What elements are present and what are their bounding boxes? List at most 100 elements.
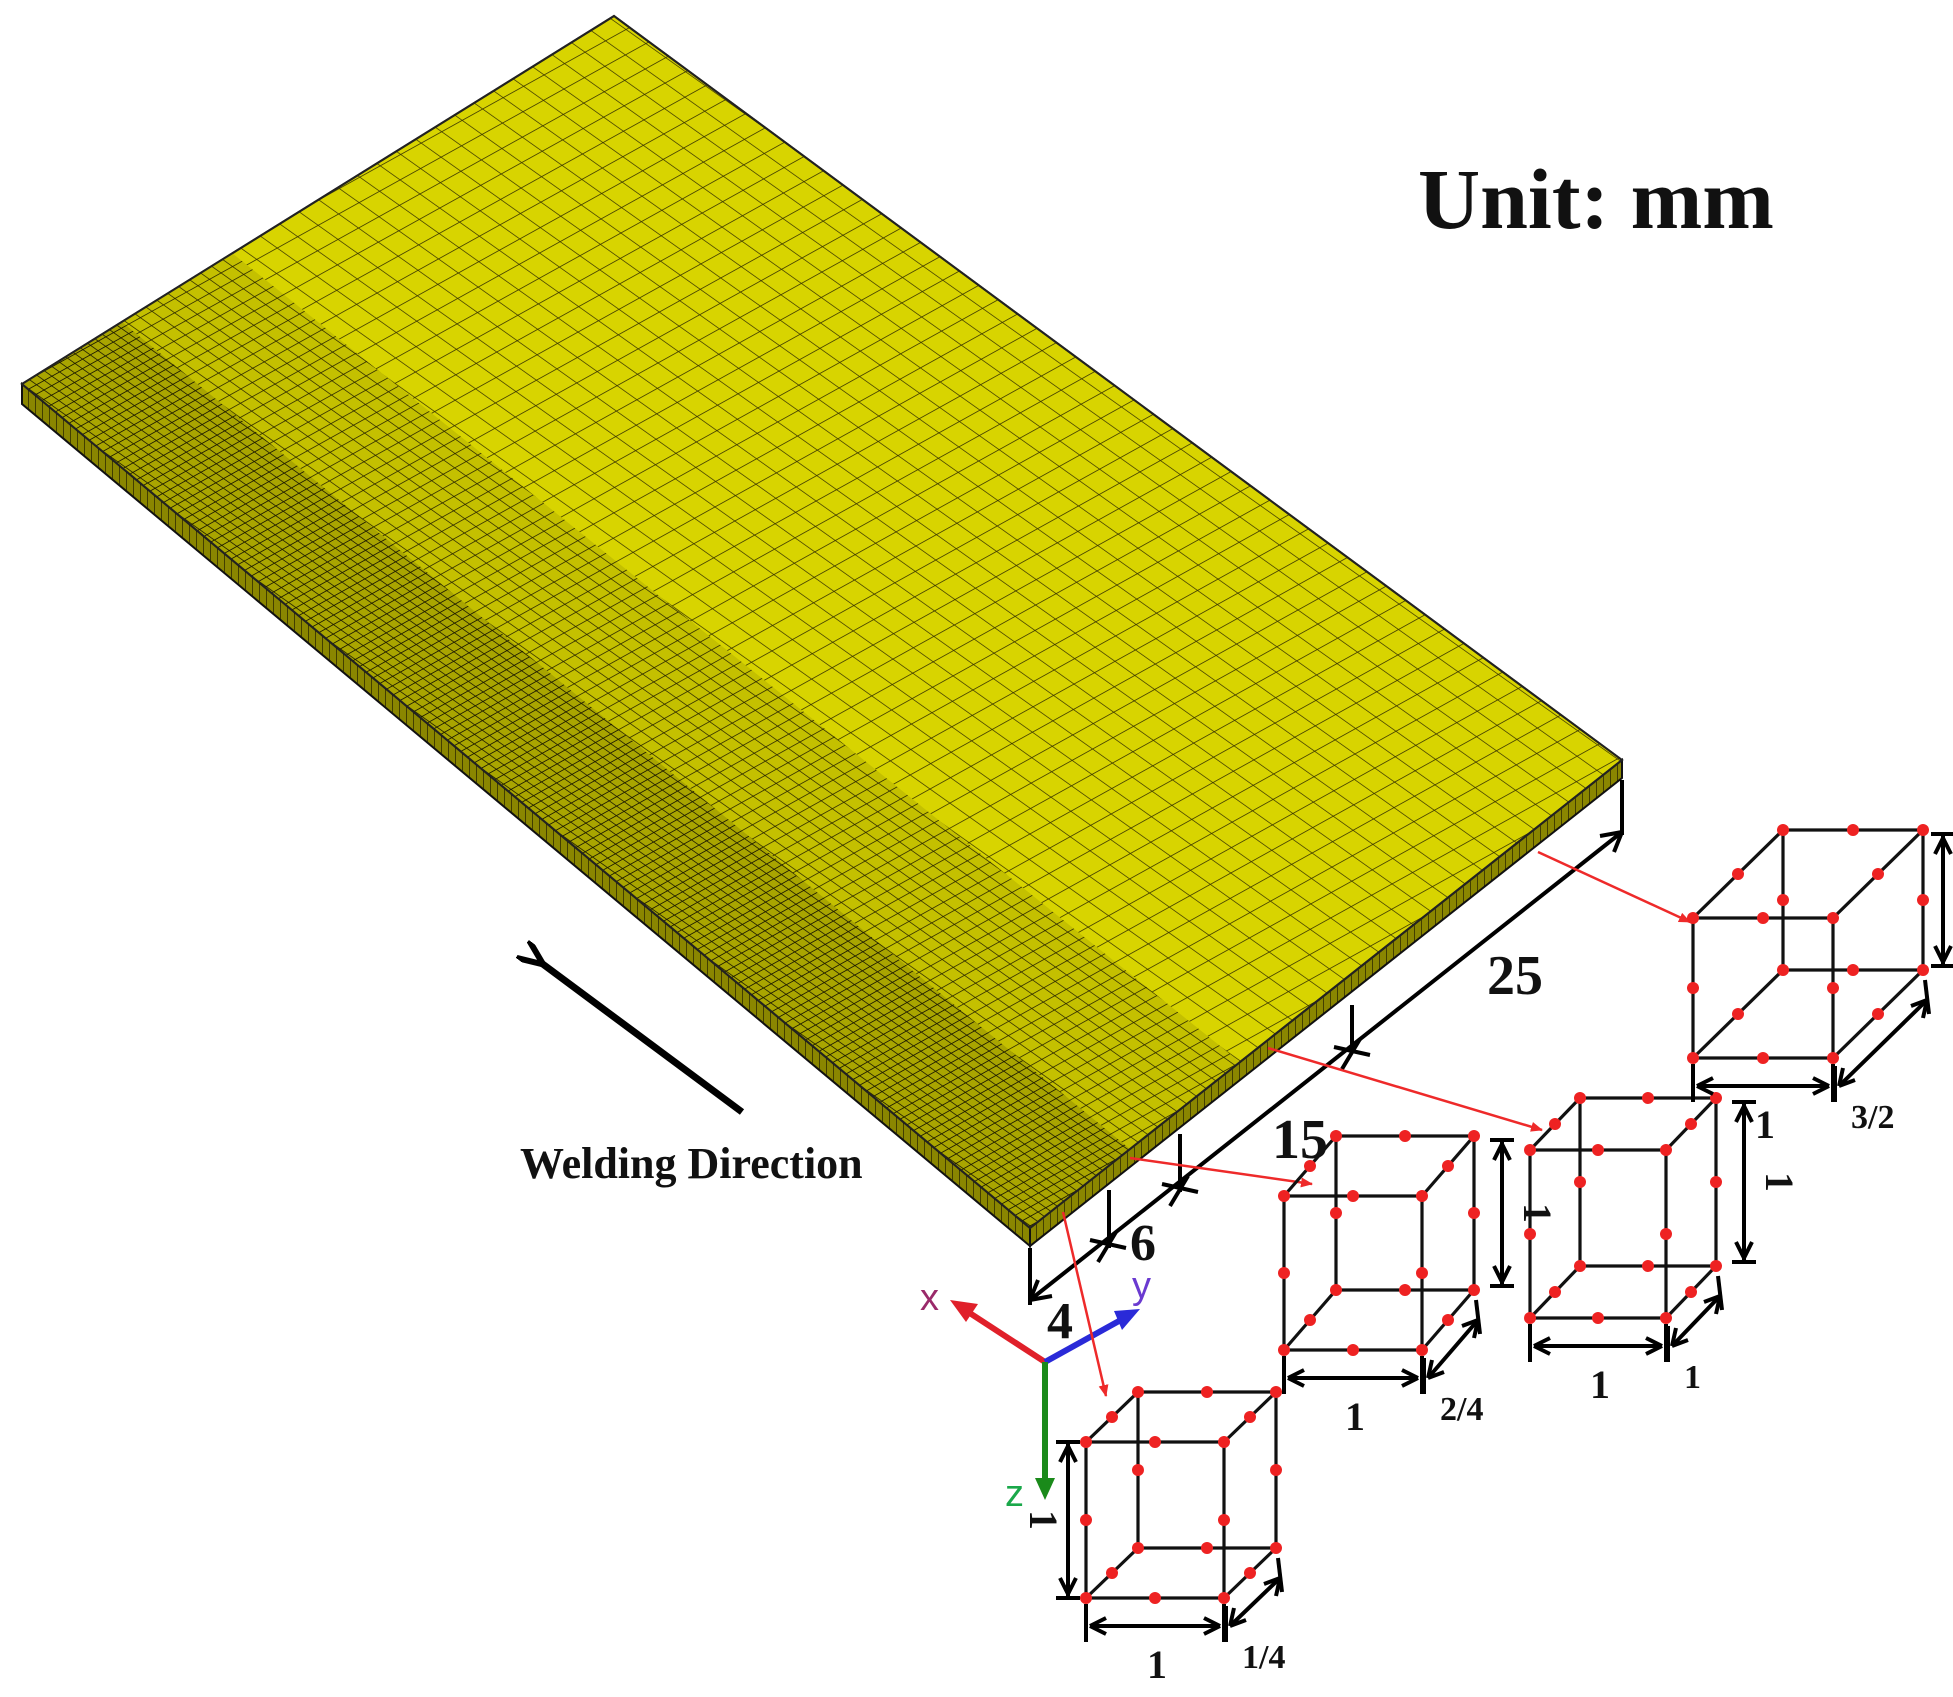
height-label: 1 <box>1021 1510 1066 1530</box>
element-node <box>1132 1464 1144 1476</box>
element-node <box>1685 1286 1697 1298</box>
element-node <box>1592 1144 1604 1156</box>
element-node <box>1416 1267 1428 1279</box>
element-node <box>1660 1312 1672 1324</box>
element-node <box>1270 1464 1282 1476</box>
element-node <box>1757 1052 1769 1064</box>
element-node <box>1777 824 1789 836</box>
element-node <box>1347 1190 1359 1202</box>
welding-direction-arrow <box>540 962 745 1115</box>
depth-dimension <box>1224 1557 1284 1642</box>
element-node <box>1524 1228 1536 1240</box>
element-node <box>1827 912 1839 924</box>
element-node <box>1660 1144 1672 1156</box>
element-node <box>1524 1144 1536 1156</box>
element-node <box>1218 1436 1230 1448</box>
element-node <box>1330 1130 1342 1142</box>
welding-direction-label: Welding Direction <box>520 1139 863 1188</box>
element-node <box>1827 1052 1839 1064</box>
element-node <box>1218 1514 1230 1526</box>
element-node <box>1710 1092 1722 1104</box>
depth-dimension <box>1666 1275 1724 1362</box>
zone-width-15-label: 15 <box>1272 1109 1328 1171</box>
element-callouts <box>1061 850 1691 1397</box>
element-node <box>1524 1312 1536 1324</box>
depth-label: 2/4 <box>1440 1391 1483 1428</box>
element-node <box>1592 1312 1604 1324</box>
element-node <box>1549 1118 1561 1130</box>
element-node <box>1132 1386 1144 1398</box>
height-dimension <box>1490 1138 1514 1288</box>
element-node <box>1416 1344 1428 1356</box>
height-label: 1 <box>1757 1172 1802 1192</box>
element-node <box>1732 1008 1744 1020</box>
element-node <box>1574 1260 1586 1272</box>
element-node <box>1244 1567 1256 1579</box>
element-node <box>1244 1411 1256 1423</box>
element-node <box>1732 868 1744 880</box>
element-node <box>1687 982 1699 994</box>
element-node <box>1549 1286 1561 1298</box>
element-node <box>1149 1592 1161 1604</box>
coordinate-axes: x y z <box>920 1265 1151 1515</box>
element-node <box>1468 1207 1480 1219</box>
depth-dimension <box>1422 1299 1482 1394</box>
edge-dimension <box>1528 1324 1668 1362</box>
element-node <box>1872 868 1884 880</box>
edge-length-label: 1 <box>1755 1102 1775 1147</box>
x-axis-arrow <box>960 1305 1047 1365</box>
element-node <box>1201 1386 1213 1398</box>
depth-label: 1 <box>1684 1359 1701 1396</box>
element-node <box>1827 982 1839 994</box>
element-node <box>1106 1411 1118 1423</box>
height-dimension <box>1056 1440 1080 1600</box>
element-node <box>1642 1092 1654 1104</box>
element-node <box>1660 1228 1672 1240</box>
callout-arrow-zone-25 <box>1537 850 1691 924</box>
height-dimension <box>1732 1100 1756 1264</box>
element-cube-zone-6: 112/4 <box>1278 1130 1560 1439</box>
element-node <box>1270 1542 1282 1554</box>
zone-width-6-label: 6 <box>1130 1215 1156 1272</box>
element-node <box>1201 1542 1213 1554</box>
element-node <box>1132 1542 1144 1554</box>
element-node <box>1872 1008 1884 1020</box>
element-node <box>1847 824 1859 836</box>
element-node <box>1399 1130 1411 1142</box>
x-axis-label: x <box>920 1277 939 1319</box>
element-cube-zone-15: 1 1 1 <box>1524 1092 1802 1407</box>
element-node <box>1917 894 1929 906</box>
element-cube-zone-25: 113/2 <box>1687 824 1953 1147</box>
zone-width-25-label: 25 <box>1487 945 1543 1007</box>
zone-width-4-label: 4 <box>1047 1293 1073 1350</box>
y-axis-label: y <box>1132 1265 1151 1307</box>
element-node <box>1278 1267 1290 1279</box>
element-node <box>1757 912 1769 924</box>
element-node <box>1847 964 1859 976</box>
element-node <box>1218 1592 1230 1604</box>
element-node <box>1330 1207 1342 1219</box>
element-node <box>1687 912 1699 924</box>
element-node <box>1574 1176 1586 1188</box>
element-node <box>1687 1052 1699 1064</box>
plate-mesh <box>20 14 1624 1249</box>
element-node <box>1574 1092 1586 1104</box>
element-node <box>1416 1190 1428 1202</box>
unit-title: Unit: mm <box>1418 151 1774 247</box>
element-node <box>1304 1314 1316 1326</box>
element-node <box>1330 1284 1342 1296</box>
element-node <box>1468 1284 1480 1296</box>
element-node <box>1080 1436 1092 1448</box>
element-node <box>1080 1514 1092 1526</box>
y-axis-arrow <box>1043 1313 1130 1365</box>
element-node <box>1080 1592 1092 1604</box>
element-node <box>1685 1118 1697 1130</box>
element-node <box>1304 1160 1316 1172</box>
element-node <box>1106 1567 1118 1579</box>
edge-length-label: 1 <box>1345 1394 1365 1439</box>
element-node <box>1777 894 1789 906</box>
element-node <box>1278 1344 1290 1356</box>
element-node <box>1710 1176 1722 1188</box>
